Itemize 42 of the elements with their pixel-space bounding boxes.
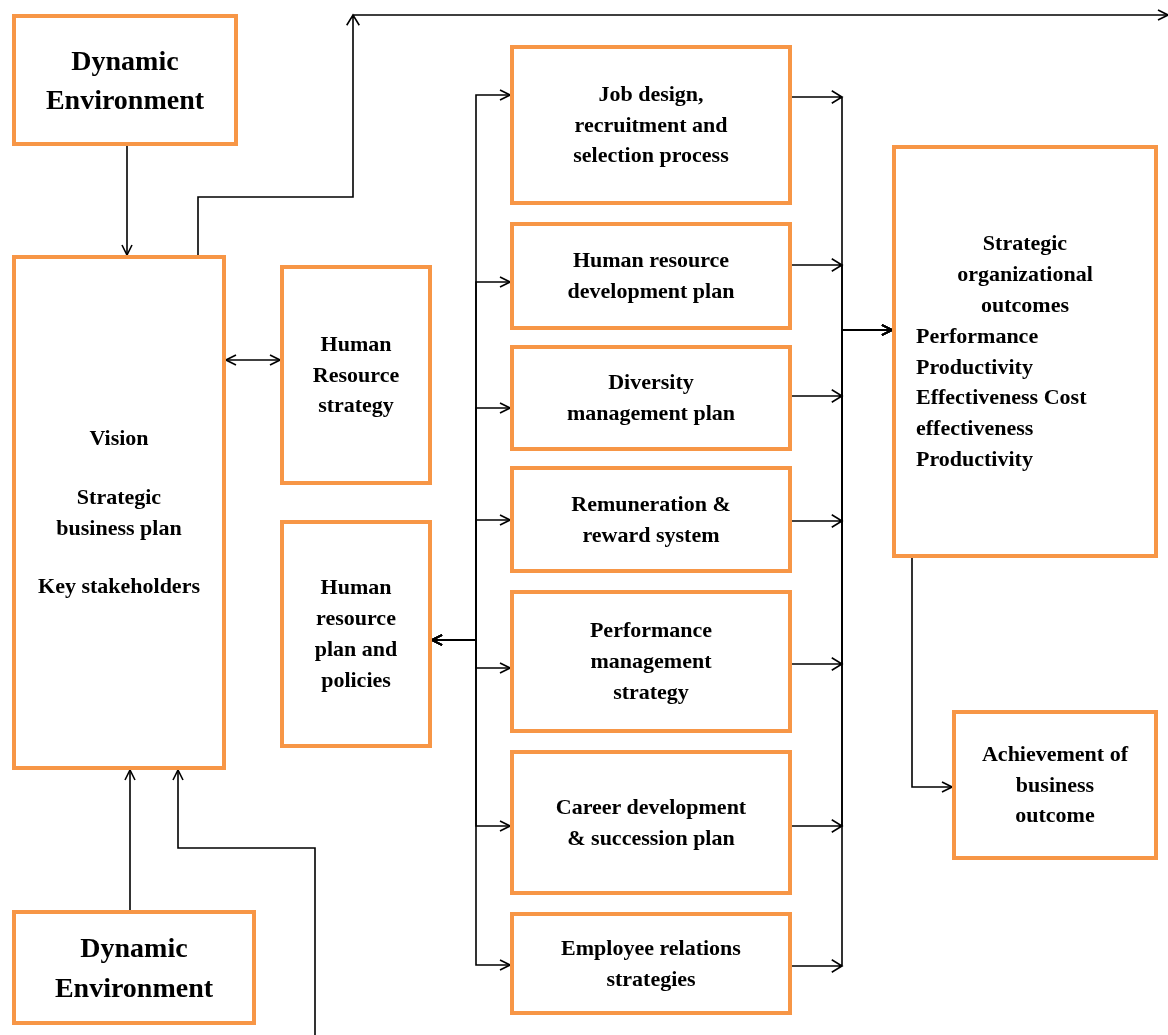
process-box — [12, 910, 256, 1025]
box-label: Dynamic Environment — [44, 43, 206, 117]
process-box — [510, 912, 792, 1015]
process-box — [510, 222, 792, 330]
box-label: Job design, recruitment and selection process — [572, 79, 730, 170]
arrow — [172, 769, 316, 1035]
box-label: Dynamic Environment — [53, 931, 215, 1005]
process-box — [12, 255, 226, 770]
arrow — [225, 354, 281, 366]
process-box — [12, 14, 238, 146]
box-label: Strategic business plan — [55, 482, 183, 542]
arrow — [121, 145, 133, 256]
box-label: Productivity — [915, 352, 1034, 381]
process-box — [510, 345, 792, 451]
box-label: Productivity — [915, 444, 1034, 473]
box-label: Human resource development plan — [566, 246, 736, 305]
process-box — [280, 265, 432, 485]
arrow — [197, 9, 1168, 256]
box-label: Effectiveness Cost effectiveness — [915, 383, 1088, 443]
arrow — [431, 634, 511, 971]
arrow — [124, 769, 136, 911]
box-label: Achievement of business outcome — [981, 739, 1130, 830]
process-box — [510, 750, 792, 895]
box-label: Human Resource strategy — [311, 329, 401, 420]
box-label: Remuneration & reward system — [570, 489, 732, 549]
arrow — [791, 324, 893, 974]
box-label: Vision — [89, 423, 149, 452]
arrow — [911, 557, 953, 793]
process-box — [510, 590, 792, 733]
box-label: Performance management strategy — [588, 616, 714, 706]
box-label: Employee relations strategies — [560, 933, 742, 993]
process-box — [280, 520, 432, 748]
box-label: Career development & succession plan — [554, 792, 748, 852]
process-box — [952, 710, 1158, 860]
box-label: Performance — [915, 321, 1040, 350]
process-box — [510, 466, 792, 573]
box-label: Diversity management plan — [565, 368, 737, 427]
box-label: Human resource plan and policies — [313, 573, 399, 694]
box-label: Strategic organizational outcomes — [956, 229, 1094, 319]
process-box — [892, 145, 1158, 558]
process-box — [510, 45, 792, 205]
box-label: Key stakeholders — [38, 572, 200, 601]
